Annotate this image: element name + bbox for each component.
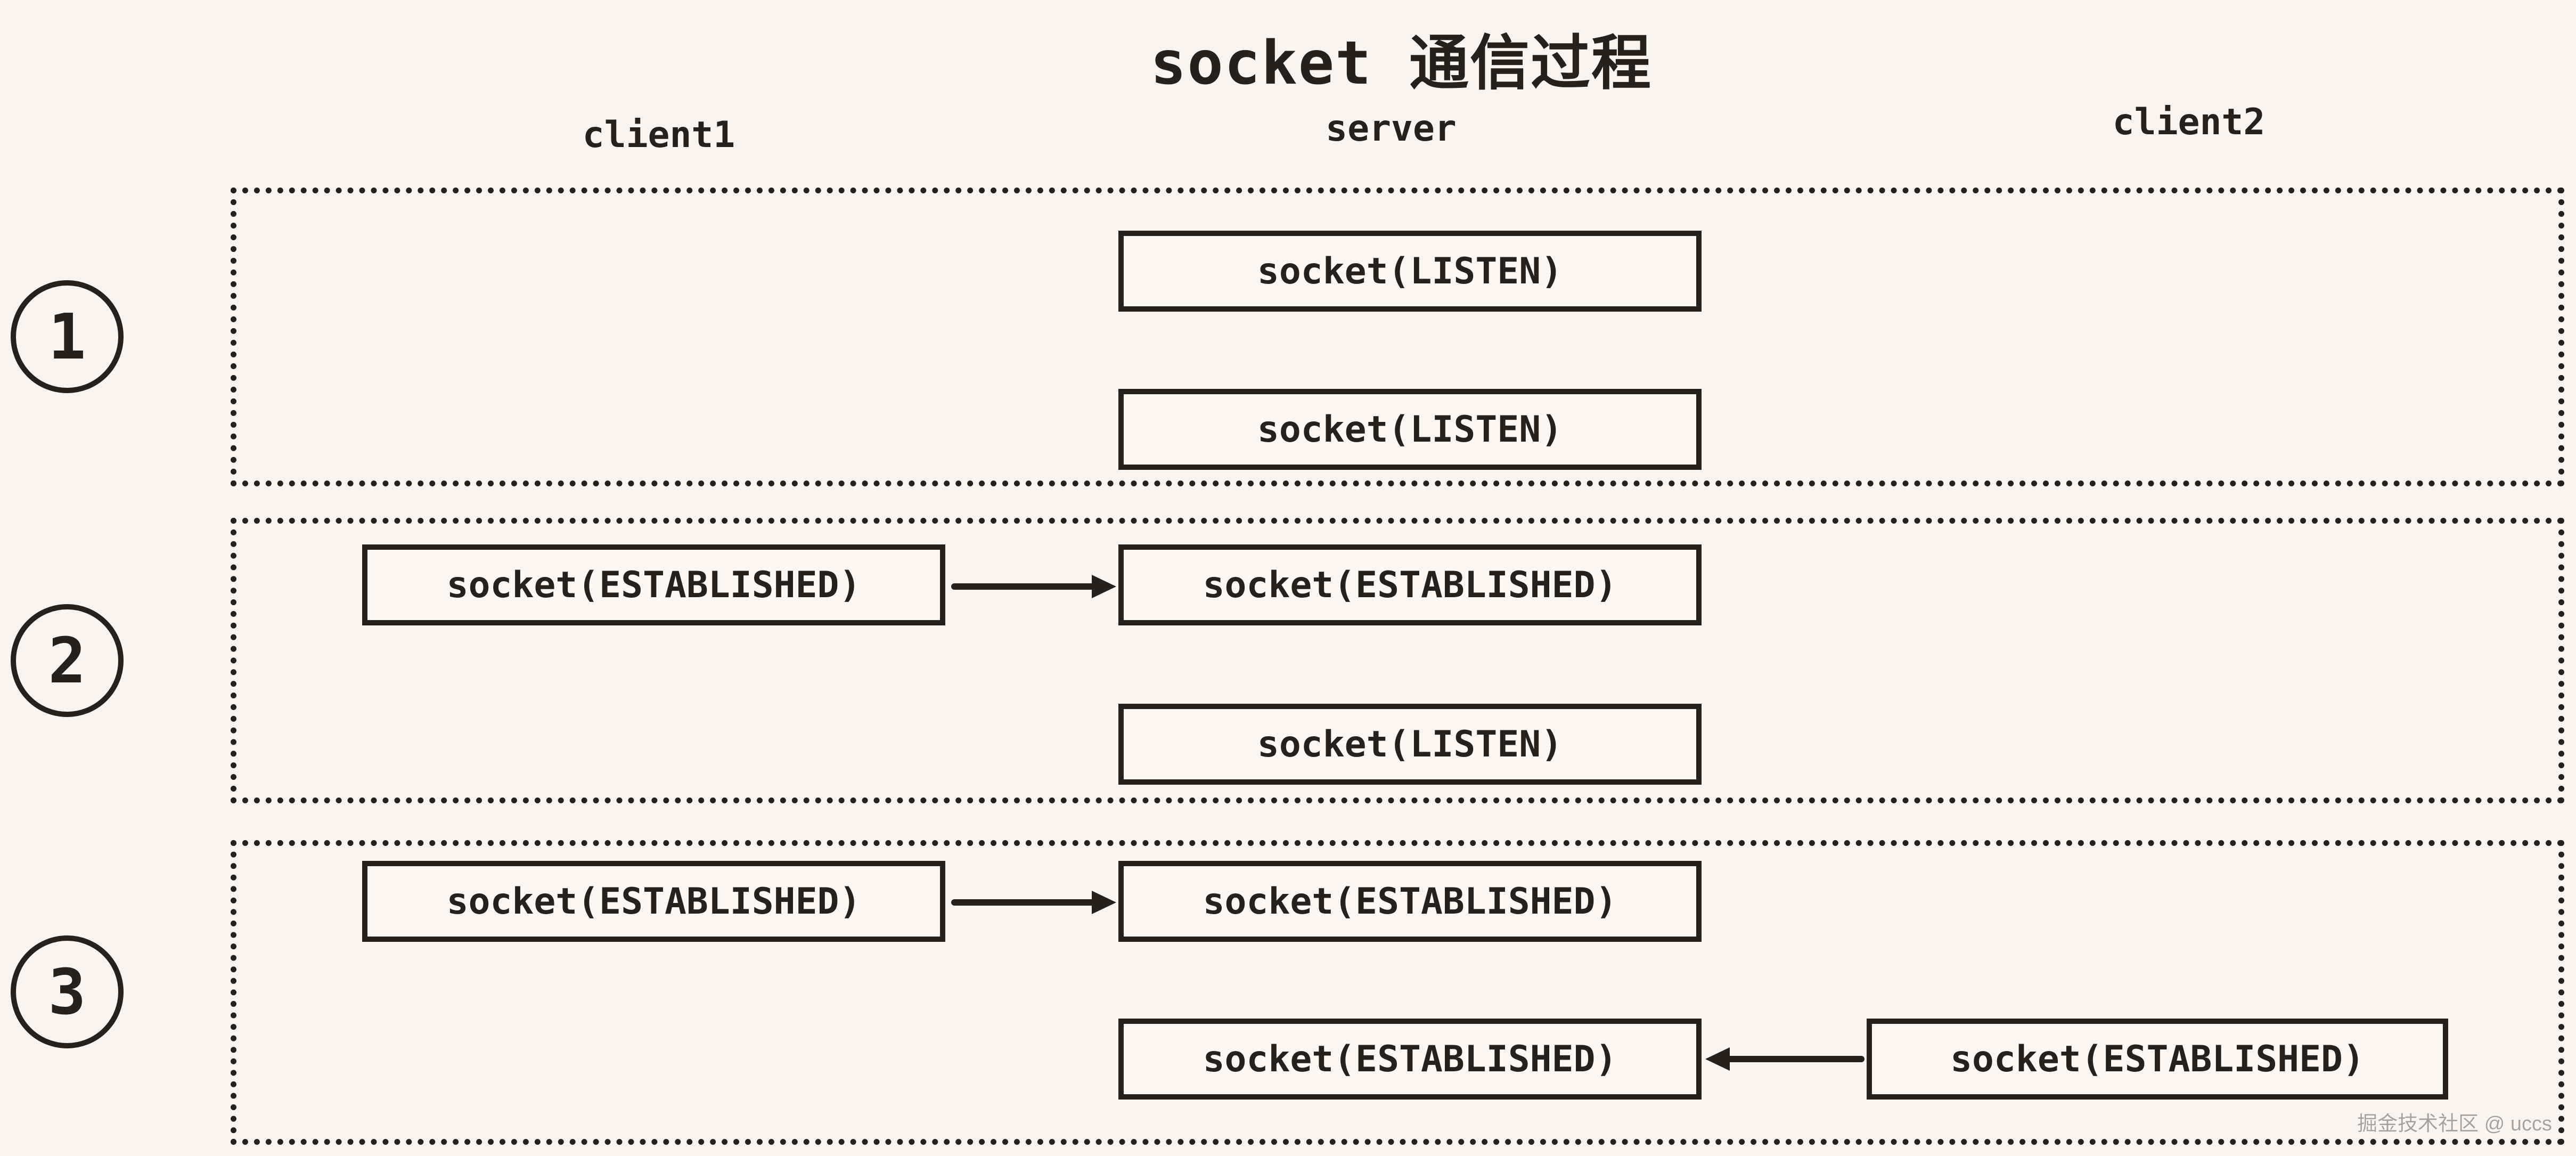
- socket-state-box-client1-established: socket(ESTABLISHED): [362, 544, 945, 625]
- arrow-shaft: [951, 583, 1098, 590]
- socket-state-box-server-established-2: socket(ESTABLISHED): [1118, 1019, 1702, 1100]
- column-header-server: server: [1326, 108, 1457, 150]
- socket-state-box-server-listen-2: socket(LISTEN): [1118, 389, 1702, 470]
- socket-state-box-server-established-1: socket(ESTABLISHED): [1118, 861, 1702, 942]
- stage-1-number-badge: 1: [11, 280, 124, 393]
- socket-state-box-client1-established: socket(ESTABLISHED): [362, 861, 945, 942]
- arrow-head: [1092, 575, 1116, 598]
- stage-1-container: [231, 188, 2564, 486]
- column-header-client1: client1: [582, 114, 735, 156]
- stage-3-container: [231, 840, 2564, 1145]
- arrow-right-icon: [951, 575, 1116, 598]
- stage-1-number: 1: [48, 300, 86, 373]
- watermark-text: 掘金技术社区 @ uccs: [2357, 1113, 2552, 1135]
- stage-2-number: 2: [48, 624, 86, 697]
- arrow-shaft: [1723, 1056, 1864, 1062]
- arrow-left-icon: [1705, 1047, 1864, 1071]
- socket-state-box-server-listen-1: socket(LISTEN): [1118, 231, 1702, 312]
- arrow-shaft: [951, 899, 1098, 906]
- stage-3-number-badge: 3: [11, 935, 124, 1048]
- stage-2-number-badge: 2: [11, 604, 124, 717]
- arrow-right-icon: [951, 891, 1116, 914]
- stage-2-container: [231, 518, 2564, 803]
- diagram-title: socket 通信过程: [1150, 29, 1653, 98]
- arrow-head: [1705, 1047, 1730, 1071]
- socket-state-box-client2-established: socket(ESTABLISHED): [1867, 1019, 2448, 1100]
- socket-state-box-server-listen: socket(LISTEN): [1118, 704, 1702, 785]
- column-header-client2: client2: [2112, 101, 2266, 143]
- arrow-head: [1092, 891, 1116, 914]
- socket-state-box-server-established: socket(ESTABLISHED): [1118, 544, 1702, 625]
- stage-3-number: 3: [48, 955, 86, 1029]
